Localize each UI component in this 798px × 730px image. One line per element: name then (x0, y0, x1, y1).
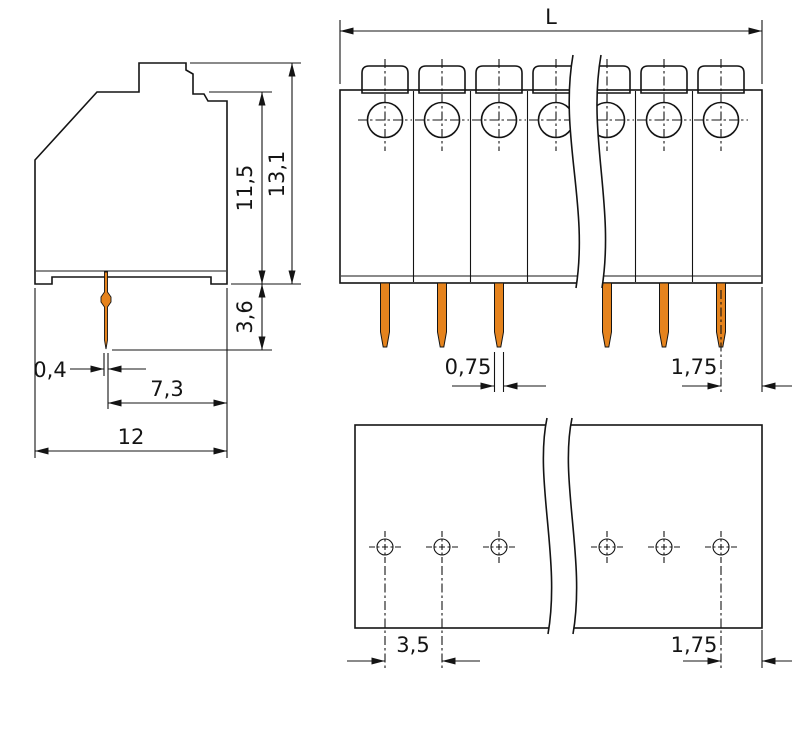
front-view-dimensions: L 0,75 1,75 (339, 5, 792, 392)
solder-pin-front (437, 282, 447, 348)
dim-label-0-75: 0,75 (445, 355, 492, 379)
terminal-body-front-left (339, 89, 580, 284)
mounting-hole (369, 531, 401, 563)
dim-label-11-5: 11,5 (233, 165, 257, 212)
terminal-body-front-right (596, 89, 763, 284)
clamp-port (358, 59, 412, 151)
pcb-outline-left (354, 424, 552, 629)
dim-label-3-5: 3,5 (396, 633, 429, 657)
dim-label-3-6: 3,6 (233, 300, 257, 333)
side-view: 11,5 13,1 3,6 0,4 7,3 12 (33, 62, 301, 458)
mounting-hole (426, 531, 458, 563)
terminal-body-side (34, 62, 228, 285)
mounting-hole (483, 531, 515, 563)
break-line-right (567, 417, 578, 635)
front-left-section (339, 59, 580, 348)
dim-label-1-75-foot: 1,75 (671, 633, 718, 657)
dim-label-12: 12 (118, 425, 145, 449)
footprint-left-section (354, 424, 552, 629)
solder-pin-front (659, 282, 669, 348)
footprint-dimensions: 3,5 1,75 (347, 566, 792, 668)
mounting-hole (648, 531, 680, 563)
terminal-cap (418, 65, 466, 94)
terminal-cap (697, 65, 745, 94)
dim-label-0-4: 0,4 (33, 358, 66, 382)
break-line-left (542, 417, 553, 635)
terminal-cap (640, 65, 688, 94)
terminal-cap (475, 65, 523, 94)
solder-pin-front (494, 282, 504, 348)
solder-pin-side (100, 271, 112, 350)
mounting-hole (705, 531, 737, 563)
side-view-dimensions: 11,5 13,1 3,6 0,4 7,3 12 (33, 62, 301, 458)
solder-pin-front (380, 282, 390, 348)
front-view: L 0,75 1,75 (339, 5, 792, 392)
clamp-port (529, 59, 580, 151)
clamp-port (694, 59, 748, 151)
clamp-port (596, 59, 634, 151)
mounting-hole (591, 531, 623, 563)
break-line-right (596, 54, 607, 289)
clamp-port (415, 59, 469, 151)
dim-label-1-75: 1,75 (671, 355, 718, 379)
dim-label-7-3: 7,3 (150, 377, 183, 401)
terminal-cap (596, 65, 631, 94)
footprint-right-section (568, 424, 763, 629)
clamp-port (637, 59, 691, 151)
dim-label-13-1: 13,1 (265, 151, 289, 198)
footprint-view: 3,5 1,75 (347, 417, 792, 668)
pcb-outline-right (568, 424, 763, 629)
terminal-cap (361, 65, 409, 94)
front-right-section (596, 59, 763, 348)
clamp-port (472, 59, 526, 151)
break-line-left (568, 54, 581, 289)
dim-label-L: L (545, 5, 557, 29)
solder-pin-front (602, 282, 612, 348)
